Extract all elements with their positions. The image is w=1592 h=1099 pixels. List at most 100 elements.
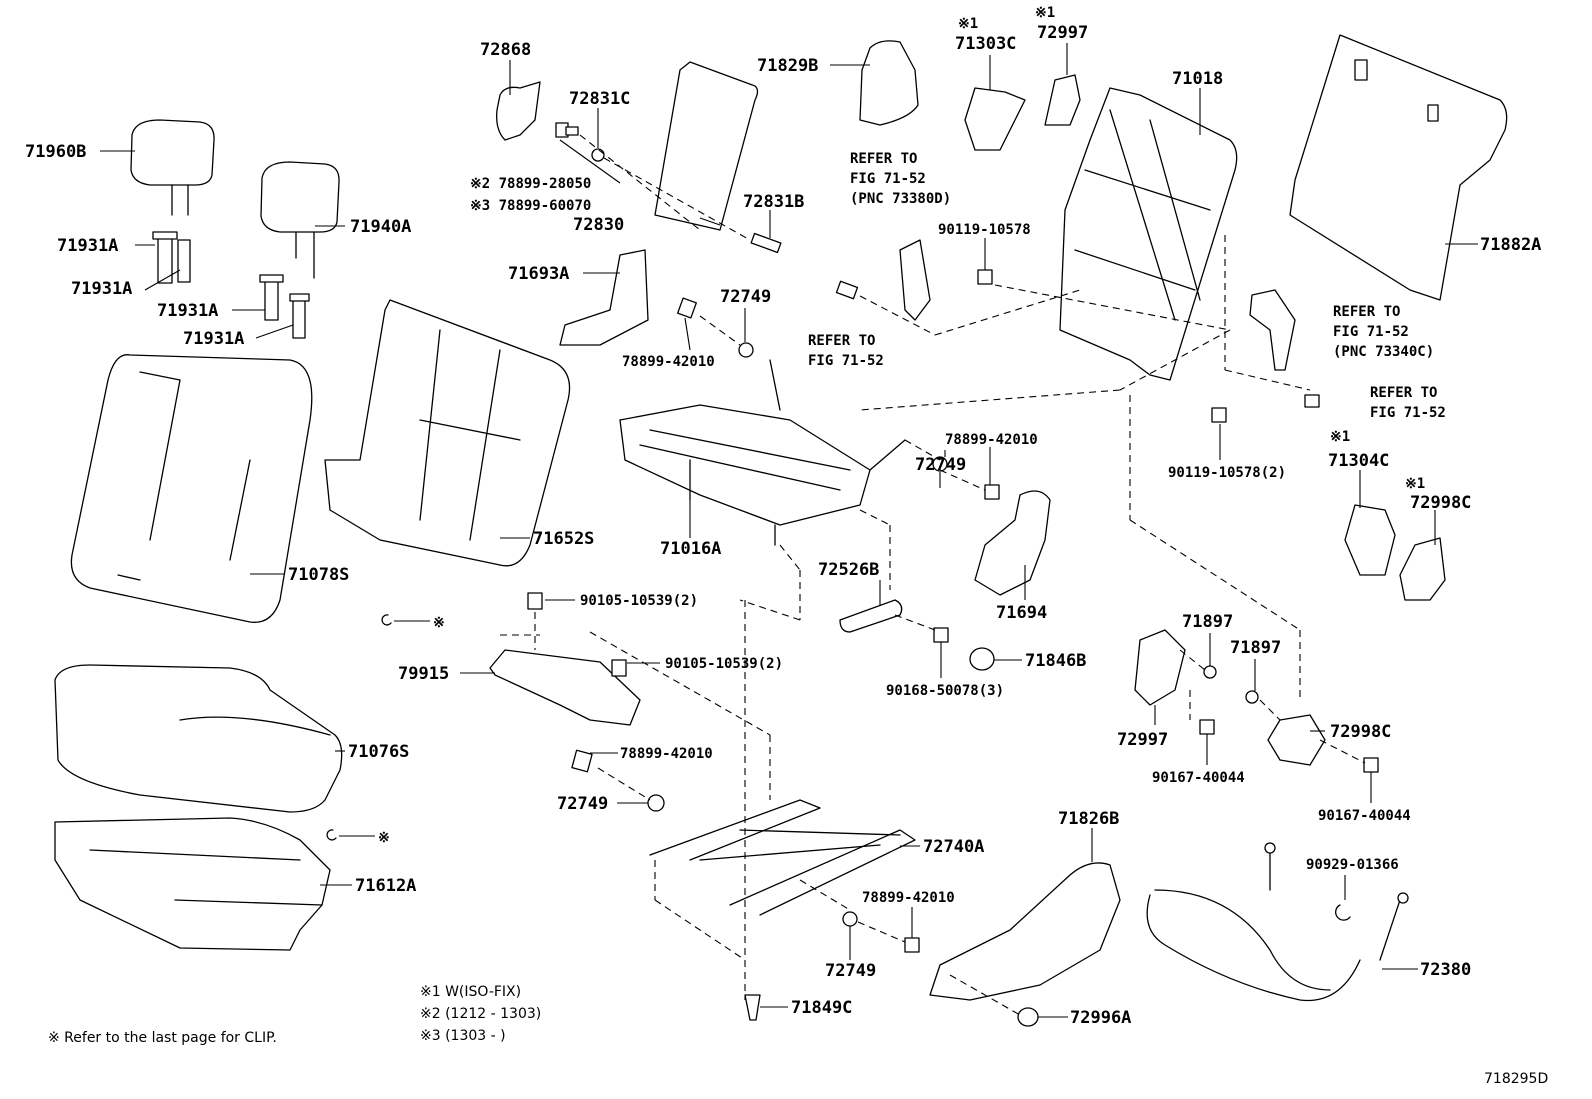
label-71940a: 71940A: [350, 217, 411, 237]
label-72749-bot: 72749: [825, 961, 876, 981]
label-71304c: 71304C: [1328, 451, 1389, 471]
clip-71897-a: [1203, 665, 1217, 679]
label-71016a: 71016A: [660, 539, 721, 559]
label-72997-top: 72997: [1037, 23, 1088, 43]
label-71829b: 71829B: [757, 56, 818, 76]
bolt-78899: [555, 122, 579, 138]
label-90105-a: 90105-10539(2): [580, 593, 698, 609]
label-78899-28050: ※2 78899-28050: [470, 176, 591, 192]
label-71897-a: 71897: [1182, 612, 1233, 632]
marker-72997-top: ※1: [1035, 5, 1055, 21]
seatback-cover-71078s: [70, 354, 313, 623]
cap-71846b: [969, 647, 995, 671]
refer3-line2: FIG 71-52: [1333, 324, 1409, 340]
refer1-line3: (PNC 73380D): [850, 191, 951, 207]
nut-72749-bot: [842, 911, 858, 927]
label-90119-10578-2: 90119-10578(2): [1168, 465, 1286, 481]
clip-71897-b: [1245, 690, 1259, 704]
label-71694: 71694: [996, 603, 1047, 623]
bolt-90119: [977, 269, 993, 285]
label-72831b: 72831B: [743, 192, 804, 212]
marker-71303c: ※1: [958, 16, 978, 32]
label-78899-42010-b: 78899-42010: [945, 432, 1038, 448]
cover-72830: [654, 61, 759, 231]
bolt-78899-d: [904, 937, 920, 953]
label-72830: 72830: [573, 215, 624, 235]
refer4-line1: REFER TO: [1370, 385, 1437, 401]
cover-71826b: [929, 862, 1121, 1001]
label-72740a: 72740A: [923, 837, 984, 857]
pin-72831b: [750, 232, 782, 254]
pad-71694: [974, 490, 1051, 596]
bolt-90119-2: [1211, 407, 1227, 423]
bolt-78899-a: [677, 297, 697, 319]
marker-71304c: ※1: [1330, 429, 1350, 445]
nut-72831c: [591, 148, 605, 162]
label-90167-a: 90167-40044: [1152, 770, 1245, 786]
label-72526b: 72526B: [818, 560, 879, 580]
nut-72749-top: [738, 342, 754, 358]
nut-72749-mid: [932, 456, 948, 472]
label-71693a: 71693A: [508, 264, 569, 284]
label-72998c-top: 72998C: [1410, 493, 1471, 513]
refer1-line1: REFER TO: [850, 151, 917, 167]
label-78899-60070: ※3 78899-60070: [470, 198, 591, 214]
screw-90168: [933, 627, 949, 643]
seatbelt-buckle: [899, 239, 931, 321]
clip-71849c: [744, 994, 761, 1021]
note-date-range-2: ※2 (1212 - 1303): [420, 1006, 541, 1022]
label-71846b: 71846B: [1025, 651, 1086, 671]
note-clip-reference: ※ Refer to the last page for CLIP.: [48, 1030, 277, 1046]
cover-71829b: [859, 40, 919, 126]
clip-mark-2: ※: [378, 830, 390, 846]
cover-71303c: [964, 87, 1026, 151]
refer1-line2: FIG 71-52: [850, 171, 926, 187]
cushion-pad-71612a: [54, 817, 331, 951]
note-iso-fix: ※1 W(ISO-FIX): [420, 984, 521, 1000]
label-71076s: 71076S: [348, 742, 409, 762]
label-90119-10578: 90119-10578: [938, 222, 1031, 238]
cover-71304c: [1344, 504, 1396, 576]
label-78899-42010-d: 78899-42010: [862, 890, 955, 906]
nut-72749-low: [647, 794, 665, 812]
seatback-frame-71018: [1059, 87, 1238, 381]
label-71826b: 71826B: [1058, 809, 1119, 829]
seatback-pad-71652s: [324, 299, 571, 567]
refer2-line2: FIG 71-52: [808, 353, 884, 369]
bolt-90105-a: [527, 592, 543, 610]
bolt-refer-4: [1304, 394, 1320, 408]
label-71018: 71018: [1172, 69, 1223, 89]
label-78899-42010-a: 78899-42010: [622, 354, 715, 370]
label-72996a: 72996A: [1070, 1008, 1131, 1028]
clip-90929: [1335, 904, 1351, 921]
label-71931a-4: 71931A: [183, 329, 244, 349]
screw-90167-b: [1363, 757, 1379, 773]
headrest-71960b: [130, 119, 215, 216]
label-71897-b: 71897: [1230, 638, 1281, 658]
bracket-72868: [496, 81, 541, 141]
cover-72997-bot: [1134, 629, 1186, 706]
label-71882a: 71882A: [1480, 235, 1541, 255]
clip-symbols: [326, 614, 430, 841]
marker-72998c-top: ※1: [1405, 476, 1425, 492]
assembly-lines: [500, 134, 1366, 1016]
label-71931a-2: 71931A: [71, 279, 132, 299]
label-90168-50078: 90168-50078(3): [886, 683, 1004, 699]
label-72831c: 72831C: [569, 89, 630, 109]
screw-90167-a: [1199, 719, 1215, 735]
label-71652s: 71652S: [533, 529, 594, 549]
cap-72996a: [1017, 1007, 1039, 1027]
label-72997-bot: 72997: [1117, 730, 1168, 750]
label-72998c-bot: 72998C: [1330, 722, 1391, 742]
bolt-90105-b: [611, 659, 627, 677]
label-72380: 72380: [1420, 960, 1471, 980]
note-date-range-3: ※3 (1303 - ): [420, 1028, 506, 1044]
label-71849c: 71849C: [791, 998, 852, 1018]
label-71078s: 71078S: [288, 565, 349, 585]
label-71931a-1: 71931A: [57, 236, 118, 256]
lever-72526b: [839, 599, 903, 633]
label-71612a: 71612A: [355, 876, 416, 896]
refer3-line1: REFER TO: [1333, 304, 1400, 320]
label-90929-01366: 90929-01366: [1306, 857, 1399, 873]
